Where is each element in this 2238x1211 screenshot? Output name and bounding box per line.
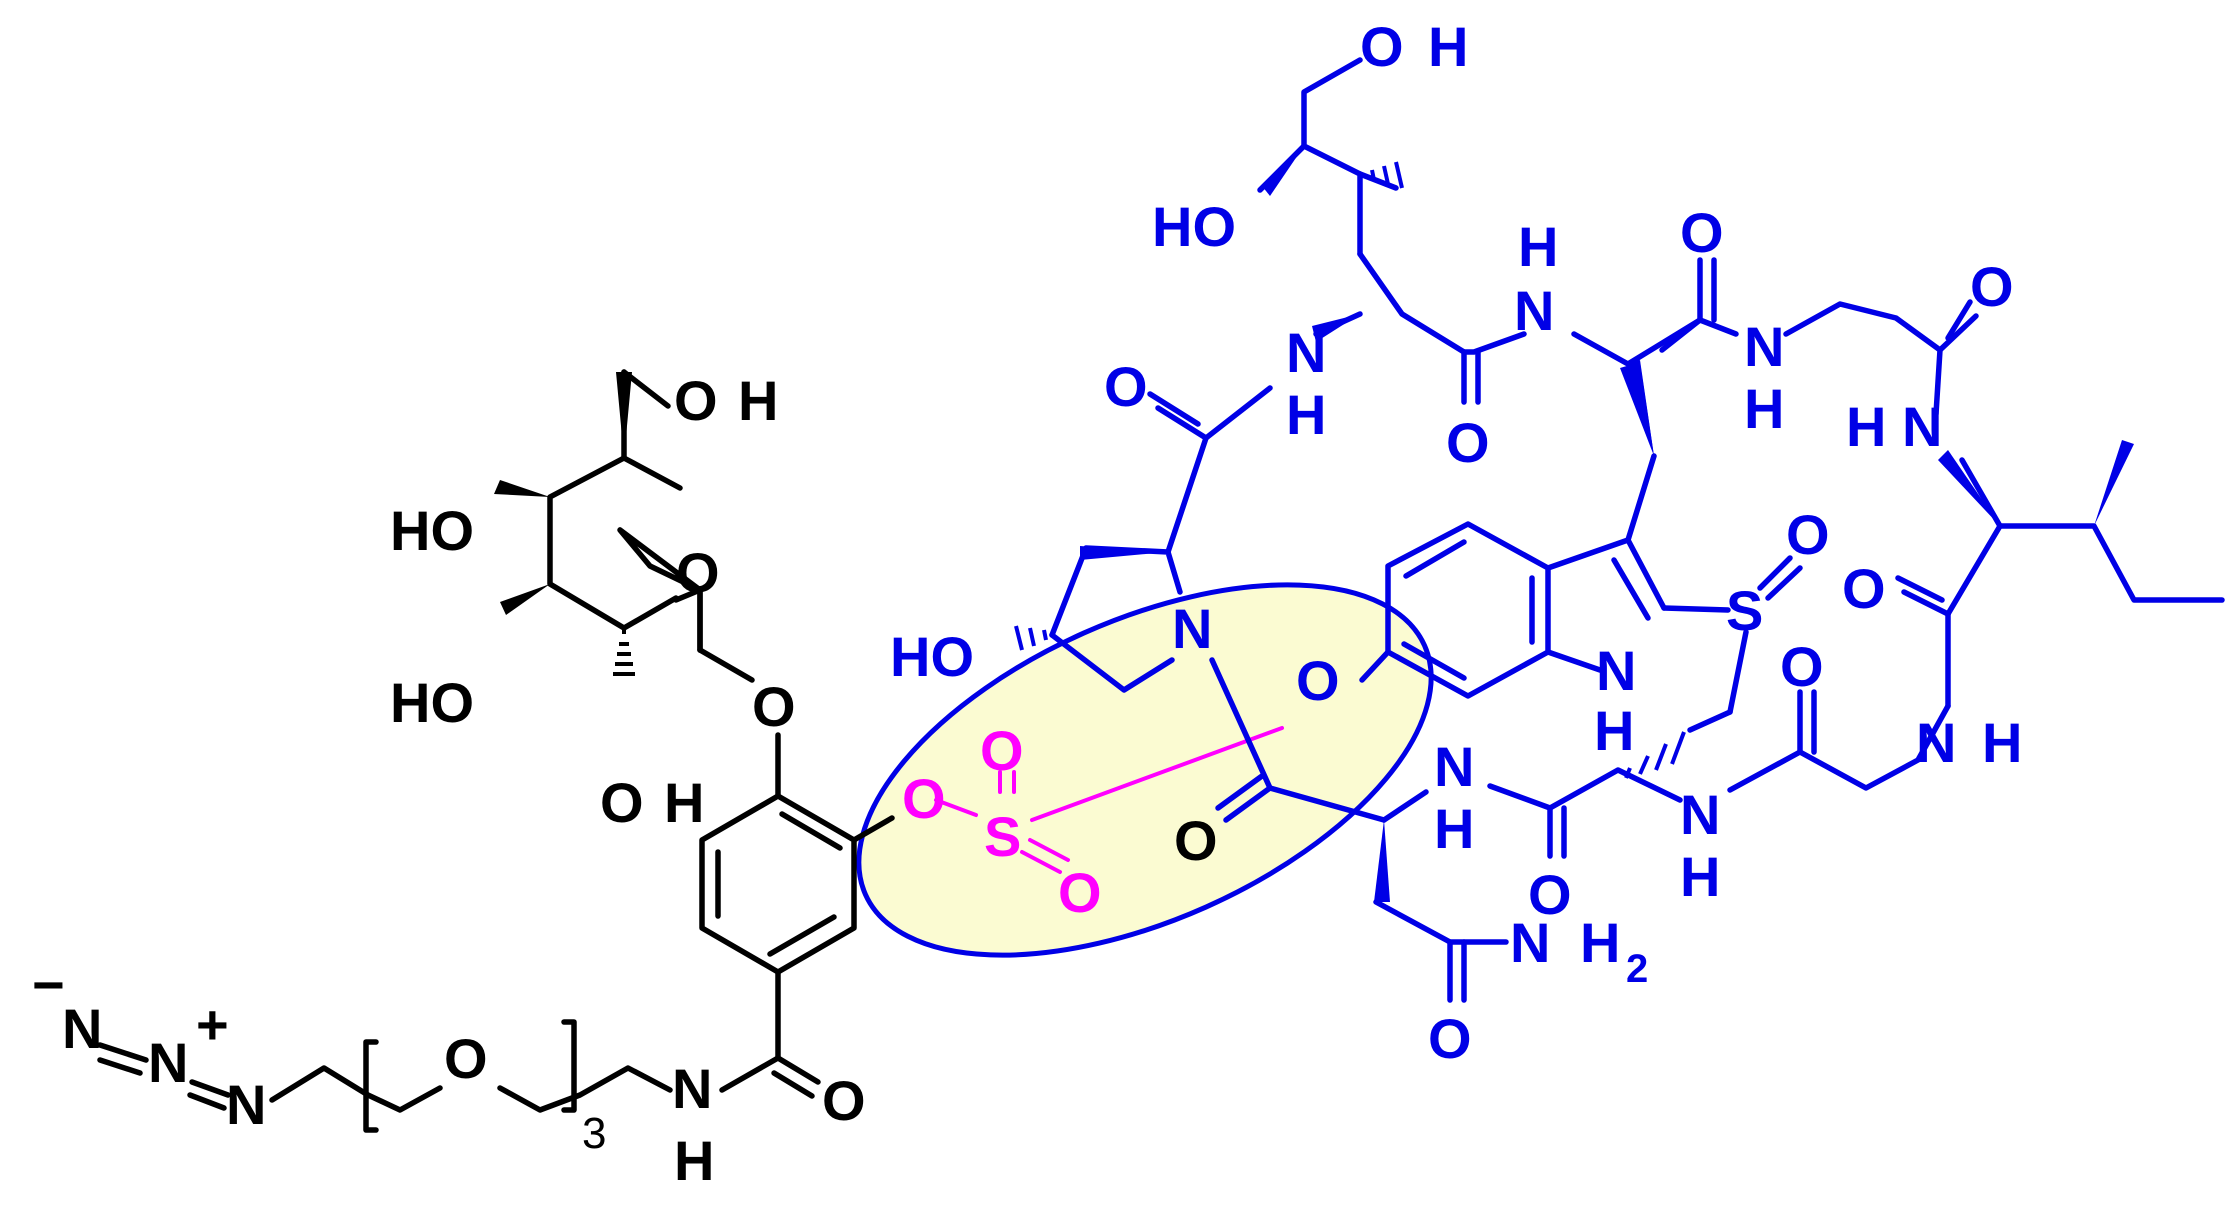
sulfoxide-s: S [1726,579,1763,642]
nh5-h: H [1982,711,2022,774]
aryl-oxygen: O [752,675,796,738]
sugar-ho-upper: HO [390,499,474,562]
linker-bonds [97,369,895,1133]
co2-o: O [1446,411,1490,474]
nh3-h: H [1744,377,1784,440]
sugar-oh-bottom: O [600,771,644,834]
nh6-n: N [1680,783,1720,846]
nh7-n: N [1434,735,1474,798]
nh2-h: H [1518,215,1558,278]
nh4-n: N [1902,395,1942,458]
amide-o: O [822,1069,866,1132]
nh3-n: N [1744,315,1784,378]
sugar-oh-bottom-h: H [664,771,704,834]
sugar-ho-lower: HO [390,671,474,734]
highlight-ellipse [856,582,1434,958]
hyp-ho: HO [890,625,974,688]
nh4-h: H [1846,395,1886,458]
nh5-n: N [1916,711,1956,774]
nh2-n: N [1514,279,1554,342]
amide-n: N [672,1057,712,1120]
dhil-oh-h: H [1428,15,1468,78]
indole-n: N [1596,639,1636,702]
indole-h: H [1594,699,1634,762]
dhil-oh: O [1360,15,1404,78]
asn-nh2-n: N [1510,911,1550,974]
asn-nh2-h: H [1580,911,1620,974]
linker-labels: − N N + N O 3 N H O O O O H HO HO O H O [32,369,1218,1192]
peptide-labels: HO N O O H HO N H O H N O O N H O H N S … [890,15,2022,1070]
nh7-h: H [1434,797,1474,860]
azide-n3: N [226,1073,266,1136]
ring-oxygen: O [676,541,720,604]
sugar-oh-top: O [674,369,718,432]
nh1-h: H [1286,383,1326,446]
sulfate-o-link: O [902,767,946,830]
peptide-wedges [1014,146,2134,902]
nh1-n: N [1286,321,1326,384]
asn-o: O [1428,1007,1472,1070]
dhil-ho: HO [1152,195,1236,258]
bridge-o: O [1296,649,1340,712]
nh6-h: H [1680,845,1720,908]
ile-co-o: O [1842,557,1886,620]
sugar-oh-top-h: H [738,369,778,432]
amide-h: H [674,1129,714,1192]
co1-o: O [1104,355,1148,418]
azide-n1: N [62,997,102,1060]
co7-o: O [1528,863,1572,926]
linker-wedges [494,372,635,676]
sulfate-bonds [934,726,1284,874]
sulfate-o-down: O [1058,861,1102,924]
azide-minus: − [32,953,65,1016]
co3-o: O [1680,201,1724,264]
peg-oxygen: O [444,1027,488,1090]
gly-co-o: O [1780,635,1824,698]
hyp-n: N [1172,597,1212,660]
peg-repeat: 3 [582,1109,606,1158]
sulfoxide-o: O [1786,503,1830,566]
sulfate-labels: O S O O [902,719,1102,924]
sulfate-o-up: O [980,719,1024,782]
sulfate-s: S [984,805,1021,868]
asn-nh2-sub: 2 [1626,947,1648,991]
azide-n2: N [148,1031,188,1094]
co4-o: O [1970,255,2014,318]
azide-plus: + [196,993,229,1056]
bridge-carbonyl-o: O [1174,809,1218,872]
